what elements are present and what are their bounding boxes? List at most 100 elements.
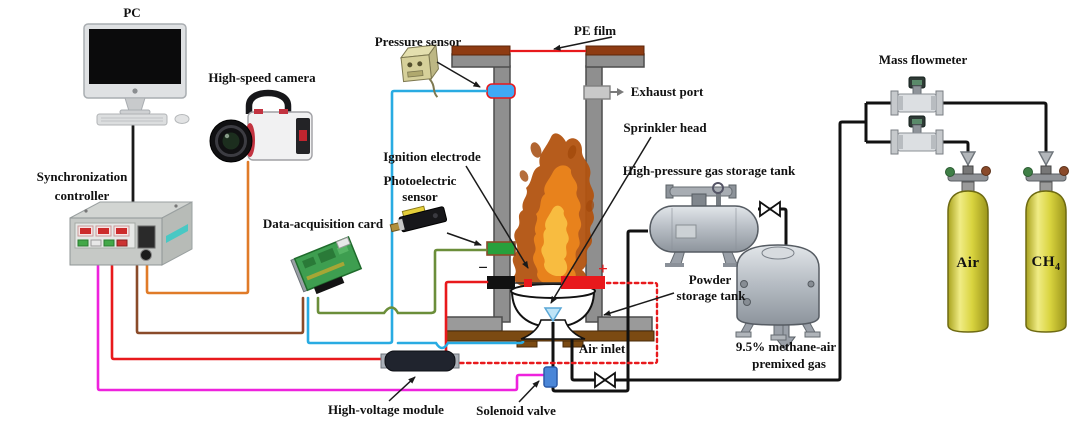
- premix-tank-body: [736, 244, 820, 326]
- high-voltage-module-body: [384, 350, 456, 372]
- leader-photoelectric: [446, 232, 482, 246]
- camera-wire: [145, 160, 250, 295]
- mass-flowmeter-label: Mass flowmeter: [878, 52, 968, 68]
- flame-core: [541, 205, 569, 276]
- ch4-cylinder-label: CH4: [1031, 253, 1061, 274]
- ignition-electrode-label: Ignition electrode: [383, 149, 481, 165]
- photoelectric-sensor-port: [486, 241, 516, 256]
- photoelectric-label-line2: sensor: [402, 189, 438, 205]
- flame-wisp: [585, 200, 595, 212]
- solenoid-valve-device: [543, 366, 558, 388]
- manual-valve-tank-link: [759, 200, 781, 218]
- pc-stand: [124, 97, 146, 112]
- pressure-wire-branch: [396, 340, 525, 350]
- base-block-right: [597, 316, 653, 332]
- mass-flowmeter-1: [890, 76, 944, 116]
- leader-sprinkler-head: [550, 136, 652, 304]
- photoelectric-wire: [316, 248, 488, 315]
- sprinkler-head-nozzle: [543, 307, 563, 323]
- pressure-sensor-cable: [428, 78, 439, 98]
- pc-keyboard: [96, 113, 168, 126]
- manual-valve-air-line: [594, 371, 616, 389]
- pc-stand-base: [119, 109, 151, 115]
- minus-electrode: [487, 276, 515, 289]
- ch4-label-subscript: 4: [1055, 261, 1061, 273]
- pressure-sensor-label: Pressure sensor: [374, 34, 462, 50]
- powder-dispersal-pipe: [551, 229, 648, 393]
- sync-controller-label-line1: Synchronization: [36, 169, 128, 185]
- camera-logo: [299, 130, 307, 141]
- air-cylinder-label: Air: [956, 255, 980, 272]
- pc-computer: [83, 23, 190, 126]
- chamber-right-flange: [585, 53, 645, 68]
- plus-terminal-label: +: [598, 259, 608, 279]
- flame: [512, 133, 595, 289]
- controller-connector: [140, 249, 152, 261]
- premixed-gas-label-line1: 9.5% methane-air: [735, 339, 837, 355]
- ch4-cylinder-device: [1023, 165, 1069, 333]
- premix-fill-pipe: [570, 101, 894, 382]
- mass-flowmeter-2: [890, 115, 944, 155]
- photoelectric-sensor-device: [389, 205, 448, 233]
- spark-gap: [524, 279, 532, 287]
- minus-terminal-label: −: [478, 258, 488, 278]
- leader-solenoid-valve: [518, 380, 540, 403]
- air-cylinder-body: [947, 190, 989, 333]
- flame-wisp: [519, 170, 529, 182]
- powder-tank-label-line1: Powder: [688, 272, 732, 288]
- leader-lines: [388, 36, 675, 403]
- chamber-left-flange: [451, 53, 511, 68]
- high-voltage-module-label: High-voltage module: [328, 402, 444, 418]
- daq-edge-connector: [313, 276, 345, 295]
- sprinkler-head-label: Sprinkler head: [623, 120, 707, 136]
- leader-pressure-sensor: [436, 61, 481, 88]
- exhaust-port: [583, 85, 611, 100]
- plus-electrode: [561, 276, 605, 289]
- pe-film-label: PE film: [573, 23, 617, 39]
- ch4-label-base: CH: [1031, 253, 1055, 270]
- pc-mouse: [174, 114, 190, 124]
- exhaust-flow-arrow: [610, 88, 624, 96]
- chamber-right-cap: [585, 45, 645, 56]
- signal-wires: [96, 89, 659, 392]
- high-speed-camera-label: High-speed camera: [208, 70, 316, 86]
- premix-tank-lid: [761, 246, 795, 260]
- premixed-gas-label-line2: premixed gas: [752, 356, 826, 372]
- sync-controller-device: [69, 201, 193, 266]
- ch4-cylinder-body: [1025, 190, 1067, 333]
- air-inlet-label: Air inlet: [578, 341, 626, 357]
- photoelectric-label-line1: Photoelectric: [383, 173, 457, 189]
- daq-card-label: Data-acquisition card: [262, 216, 384, 232]
- ignition-trigger-wire: [110, 264, 386, 361]
- camera-handle: [245, 89, 292, 114]
- exhaust-port-label: Exhaust port: [630, 84, 704, 100]
- leader-powder-tank: [603, 292, 675, 316]
- powder-tank-label-line2: storage tank: [676, 288, 746, 304]
- pc-label: PC: [123, 5, 141, 21]
- controller-teal-strip: [166, 224, 188, 243]
- pressure-sensor-port: [486, 83, 516, 99]
- flame-wisp: [530, 142, 542, 158]
- leader-high-voltage-module: [388, 376, 416, 402]
- premixed-gas-tank-device: [735, 244, 821, 341]
- leader-ignition-electrode: [465, 165, 529, 269]
- solenoid-valve-label: Solenoid valve: [476, 403, 556, 419]
- hp-tank-body: [649, 205, 759, 253]
- apple-logo: [132, 88, 138, 94]
- pc-screen: [89, 29, 181, 84]
- sync-controller-label-line2: controller: [54, 188, 110, 204]
- tank-link-pipe: [758, 207, 788, 256]
- high-voltage-plus-dotted-wire: [430, 281, 659, 365]
- daq-trigger-wire: [135, 264, 305, 335]
- high-voltage-module-device: [380, 350, 460, 372]
- leader-pe-film: [553, 36, 613, 51]
- air-cylinder-device: [945, 165, 991, 333]
- controller-power-socket: [137, 225, 156, 249]
- high-pressure-tank-device: [649, 182, 759, 267]
- daq-card-device: [290, 236, 363, 295]
- flame-wisp: [567, 145, 577, 159]
- high-speed-camera-device: [209, 89, 313, 163]
- solenoid-wire: [96, 264, 545, 392]
- high-pressure-tank-label: High-pressure gas storage tank: [622, 163, 796, 179]
